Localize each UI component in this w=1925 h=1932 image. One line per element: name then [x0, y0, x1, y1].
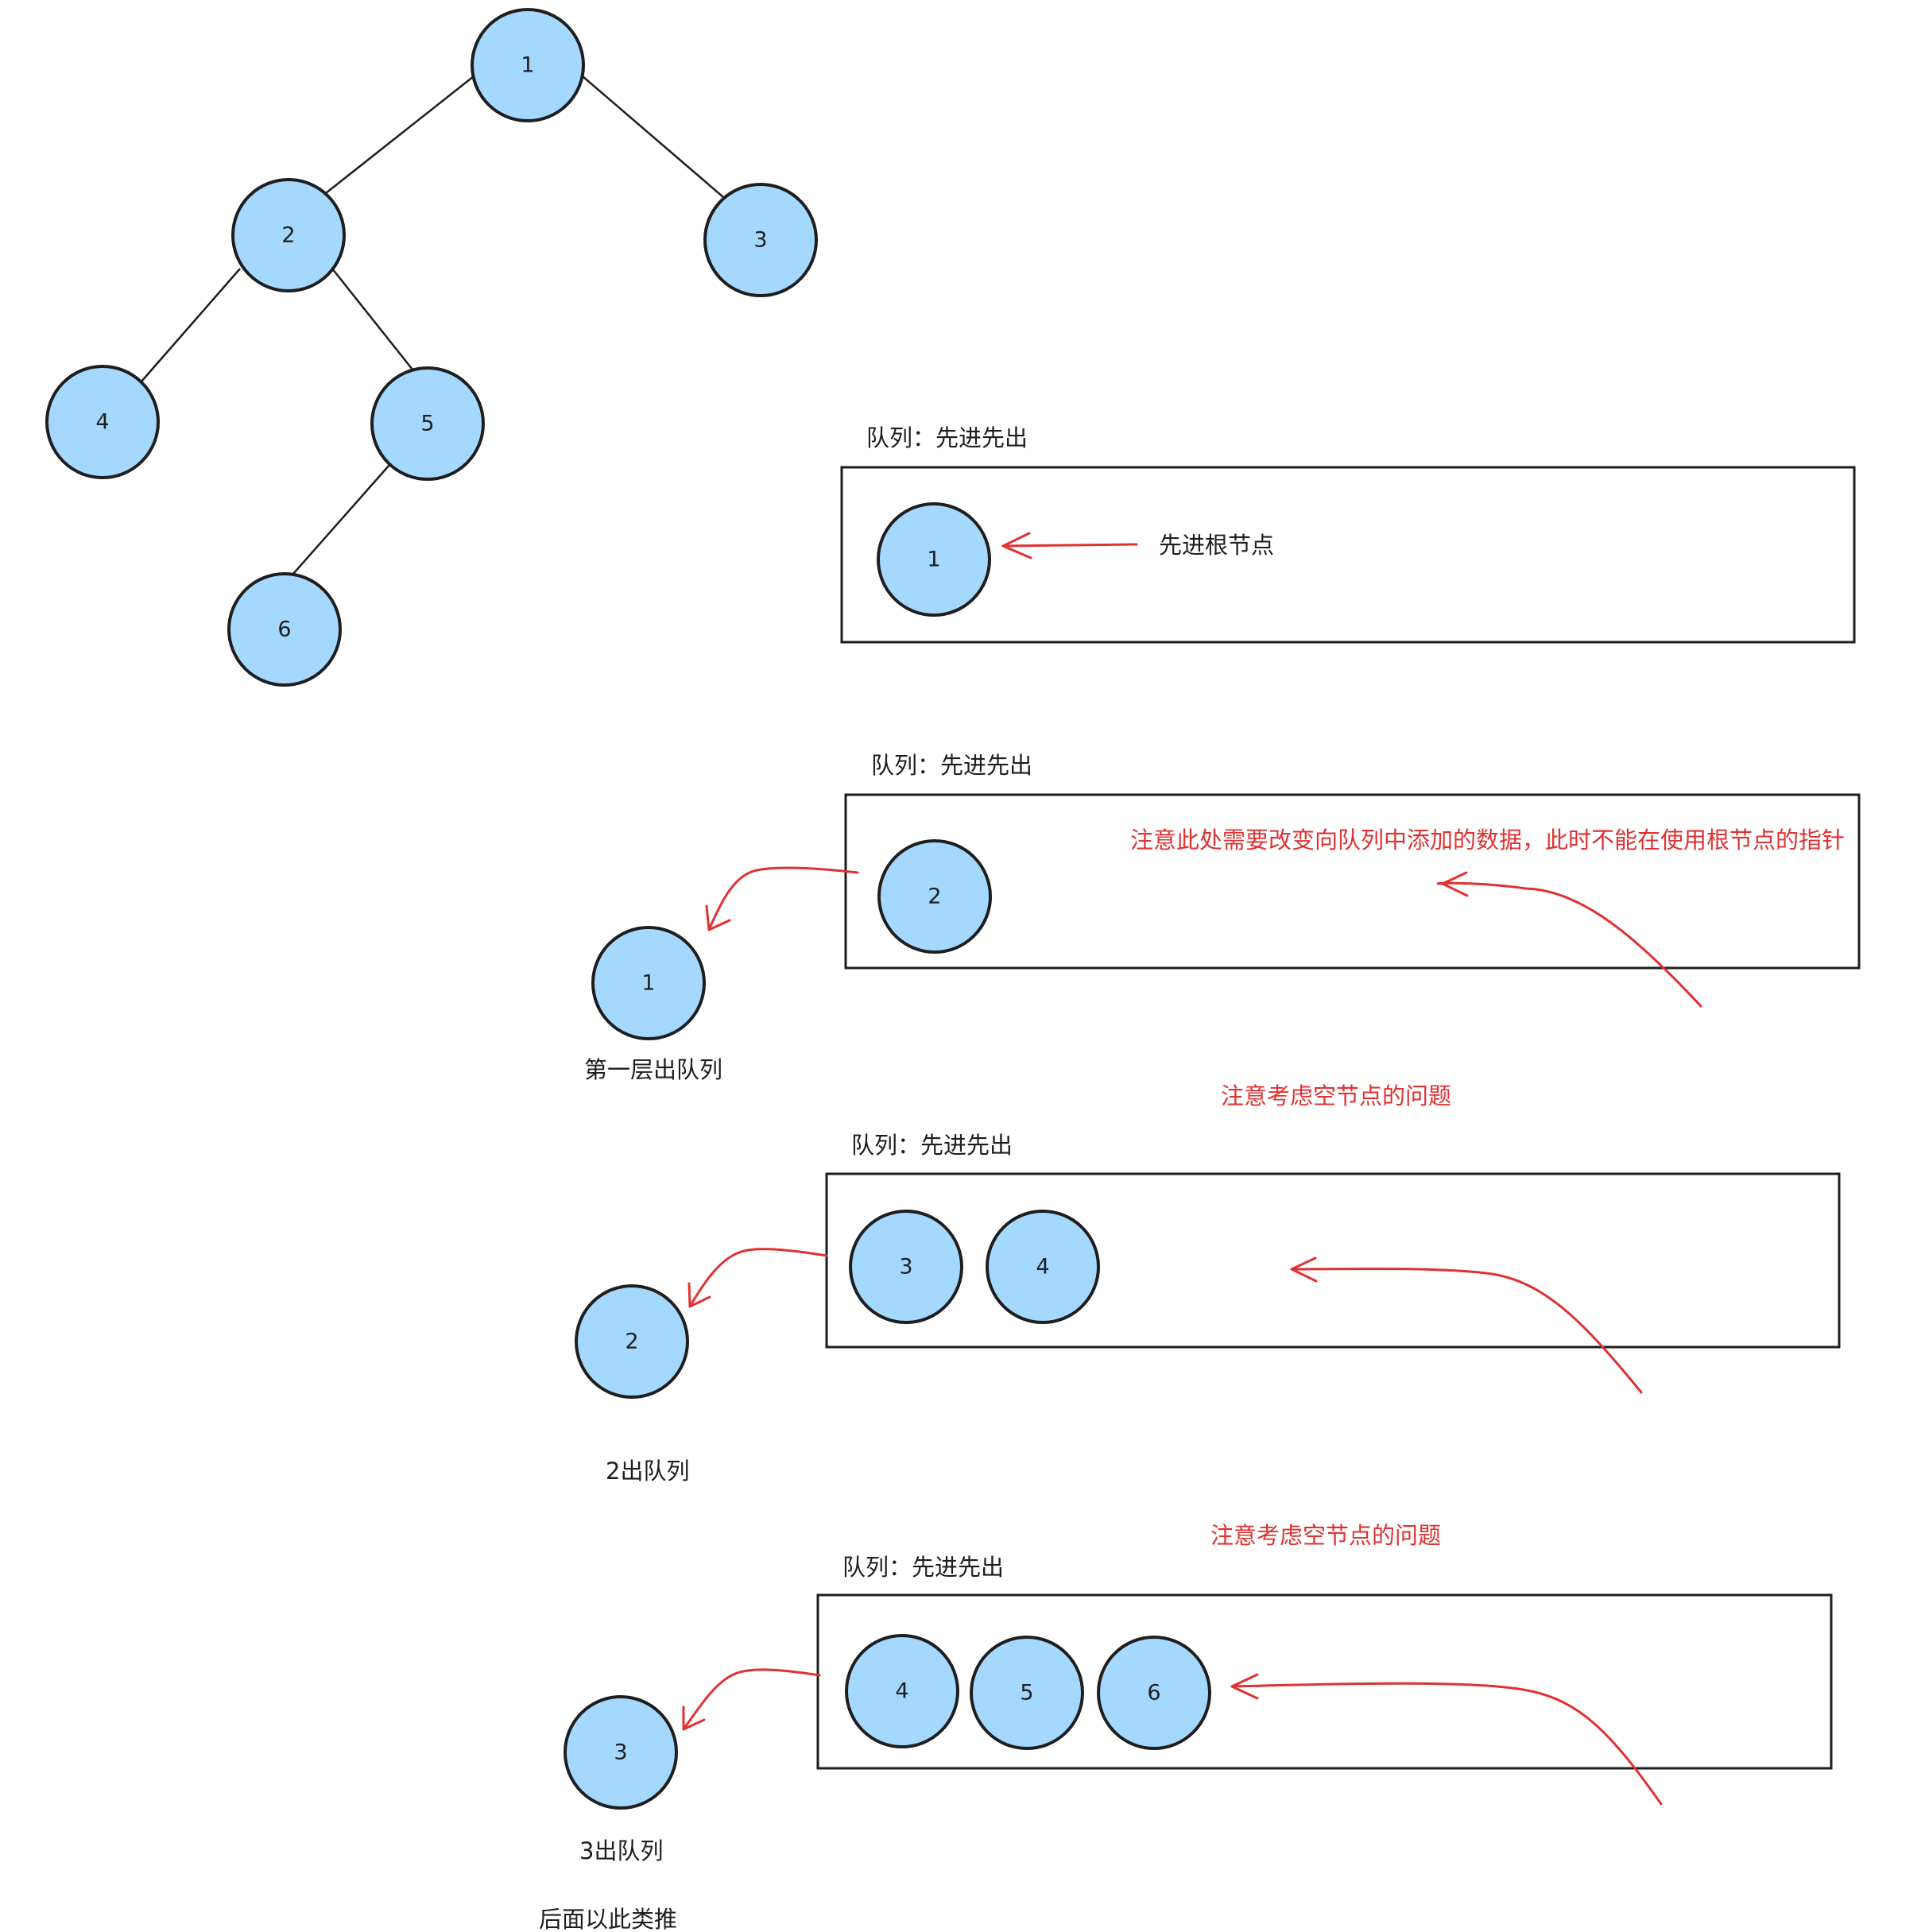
dequeue-arrow — [705, 866, 859, 931]
queue-node: 4 — [845, 1634, 959, 1748]
queue-node: 5 — [970, 1636, 1084, 1750]
dequeued-node-label: 1 — [641, 971, 655, 996]
queue-step-3: 队列：先进先出 3 4 2 2出队列 — [575, 1132, 1841, 1485]
queue-title: 队列：先进先出 — [851, 1132, 1013, 1159]
tree-edge-1-3 — [582, 75, 724, 198]
queue-step-1: 队列：先进先出 1 先进根节点 — [840, 424, 1856, 644]
queue-node-label: 4 — [895, 1679, 908, 1704]
footer-note: 后面以此类推 — [539, 1906, 677, 1932]
tree-edge-2-5 — [331, 268, 413, 370]
tree-node-label: 2 — [281, 223, 295, 248]
queue-box — [825, 1172, 1841, 1349]
queue-step-4: 队列：先进先出 4 5 6 3 3出队列 — [564, 1554, 1833, 1864]
queue-box — [816, 1593, 1833, 1770]
tree-edge-5-6 — [292, 464, 390, 575]
warning-note: 注意此处需要改变向队列中添加的数据，此时不能在使用根节点的指针 — [1130, 827, 1845, 854]
tree-node-label: 1 — [521, 53, 534, 78]
queue-step-2: 队列：先进先出 2 注意此处需要改变向队列中添加的数据，此时不能在使用根节点的指… — [584, 752, 1861, 1083]
queue-title: 队列：先进先出 — [842, 1554, 1004, 1581]
queue-title: 队列：先进先出 — [866, 424, 1028, 451]
dequeued-node-label: 2 — [625, 1330, 638, 1354]
tree-edge-2-4 — [141, 268, 241, 382]
warning-note-null-nodes: 注意考虑空节点的问题 — [1221, 1082, 1451, 1109]
dequeue-caption: 2出队列 — [606, 1458, 689, 1485]
tree-node-1: 1 — [471, 8, 585, 122]
incoming-arrow — [1436, 871, 1702, 1008]
queue-box — [844, 793, 1861, 970]
queue-node-label: 6 — [1147, 1681, 1160, 1706]
binary-tree: 1 2 3 4 5 6 — [45, 8, 818, 687]
dequeued-node: 2 — [575, 1284, 689, 1399]
queue-node: 6 — [1097, 1636, 1211, 1750]
tree-node-label: 6 — [277, 618, 291, 642]
queue-node: 3 — [849, 1210, 963, 1324]
tree-node-label: 5 — [420, 412, 434, 436]
dequeue-caption: 第一层出队列 — [584, 1056, 722, 1083]
queue-node: 1 — [877, 502, 991, 617]
queue-node-label: 3 — [899, 1255, 912, 1280]
dequeued-node: 1 — [591, 926, 706, 1040]
enqueue-arrow — [1001, 532, 1138, 559]
tree-node-4: 4 — [45, 365, 160, 479]
enqueue-note: 先进根节点 — [1159, 532, 1274, 559]
tree-node-label: 4 — [95, 410, 109, 435]
tree-node-5: 5 — [370, 366, 485, 481]
dequeued-node: 3 — [564, 1695, 678, 1810]
dequeue-arrow — [688, 1248, 828, 1308]
tree-node-2: 2 — [231, 178, 346, 292]
queue-node-label: 2 — [928, 885, 941, 909]
incoming-arrow — [1290, 1256, 1643, 1394]
queue-node: 4 — [986, 1210, 1100, 1324]
queue-node-label: 4 — [1036, 1255, 1049, 1280]
tree-node-3: 3 — [703, 183, 818, 297]
incoming-arrow — [1230, 1673, 1663, 1806]
queue-node: 2 — [877, 839, 992, 954]
queue-title: 队列：先进先出 — [871, 752, 1032, 779]
queue-node-label: 1 — [927, 548, 940, 572]
dequeued-node-label: 3 — [614, 1740, 627, 1765]
warning-note-null-nodes: 注意考虑空节点的问题 — [1210, 1522, 1441, 1549]
dequeue-arrow — [682, 1668, 821, 1731]
queue-box — [840, 466, 1856, 644]
queue-node-label: 5 — [1020, 1681, 1033, 1706]
tree-edge-1-2 — [325, 75, 474, 194]
tree-node-6: 6 — [227, 572, 342, 687]
tree-node-label: 3 — [753, 228, 767, 253]
dequeue-caption: 3出队列 — [579, 1837, 663, 1864]
